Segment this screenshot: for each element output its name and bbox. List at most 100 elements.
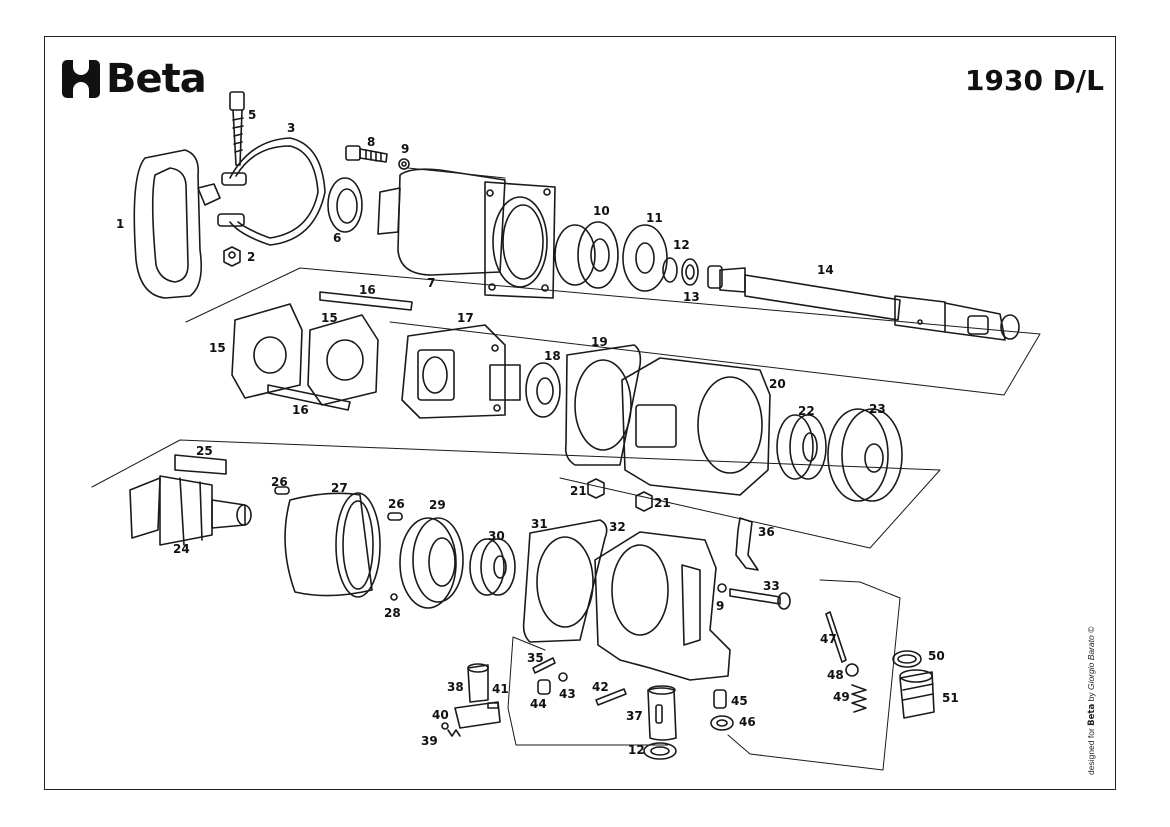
part-clamp xyxy=(217,137,326,246)
part-long-bolt xyxy=(729,588,791,610)
part-handle xyxy=(133,149,221,299)
part-plug-washer xyxy=(558,672,568,682)
part-label-2: 2 xyxy=(247,250,256,264)
part-label-6: 6 xyxy=(333,231,342,245)
assembly-planes xyxy=(91,267,1041,771)
part-label-29: 29 xyxy=(429,498,446,512)
part-label-31: 31 xyxy=(531,517,548,531)
part-label-44: 44 xyxy=(530,697,547,711)
part-label-5: 5 xyxy=(248,108,257,122)
part-label-50: 50 xyxy=(928,649,945,663)
model-number: 1930 D/L xyxy=(965,64,1104,97)
part-valve-body xyxy=(454,663,501,729)
part-pins xyxy=(267,291,413,411)
part-label-14: 14 xyxy=(817,263,834,277)
beta-logo: Beta xyxy=(62,56,207,102)
part-end-plate xyxy=(554,221,619,289)
part-label-26-left: 26 xyxy=(271,475,288,489)
part-rotor xyxy=(129,475,252,546)
part-label-39: 39 xyxy=(421,734,438,748)
part-front-plate xyxy=(827,408,903,502)
part-housing-gasket xyxy=(564,344,642,466)
part-label-13: 13 xyxy=(683,290,700,304)
part-label-51: 51 xyxy=(942,691,959,705)
part-label-37: 37 xyxy=(626,709,643,723)
part-label-40: 40 xyxy=(432,708,449,722)
part-label-9: 9 xyxy=(401,142,410,156)
part-bottom-o-ring xyxy=(643,742,677,760)
part-anvil-shaft xyxy=(707,265,1020,341)
part-air-inlet xyxy=(899,669,935,719)
part-label-10: 10 xyxy=(593,204,610,218)
part-valve-ball xyxy=(441,722,449,730)
part-regulator-rod xyxy=(825,611,847,663)
brand-name: Beta xyxy=(106,56,207,102)
part-washer xyxy=(398,158,410,170)
part-ball-bearing xyxy=(776,414,827,480)
part-label-16-top: 16 xyxy=(359,283,376,297)
part-label-45: 45 xyxy=(731,694,748,708)
part-trigger-lever xyxy=(735,517,759,571)
part-label-8: 8 xyxy=(367,135,376,149)
part-label-24: 24 xyxy=(173,542,190,556)
part-cap-screw xyxy=(345,145,388,163)
part-label-30: 30 xyxy=(488,529,505,543)
part-label-15-left: 15 xyxy=(209,341,226,355)
part-case-nuts xyxy=(587,478,653,512)
part-label-20: 20 xyxy=(769,377,786,391)
part-label-3: 3 xyxy=(287,121,296,135)
part-label-17: 17 xyxy=(457,311,474,325)
part-seal xyxy=(327,177,363,233)
part-hammer-right xyxy=(307,314,379,406)
part-label-38: 38 xyxy=(447,680,464,694)
part-o-rings xyxy=(662,257,699,286)
beta-wrench-logo-icon xyxy=(62,59,100,98)
part-plug xyxy=(537,679,551,695)
part-valve-spring xyxy=(447,729,461,737)
part-label-7: 7 xyxy=(427,276,436,290)
part-label-28: 28 xyxy=(384,606,401,620)
part-reverse-pin xyxy=(595,688,627,706)
part-label-43: 43 xyxy=(559,687,576,701)
part-label-33: 33 xyxy=(763,579,780,593)
part-bolt-washer xyxy=(717,583,727,593)
part-label-36: 36 xyxy=(758,525,775,539)
part-label-46: 46 xyxy=(739,715,756,729)
part-hammer-case xyxy=(621,357,771,496)
part-label-26-right: 26 xyxy=(388,497,405,511)
part-label-16-bottom: 16 xyxy=(292,403,309,417)
part-rotor-blade xyxy=(174,454,227,475)
part-gasket-ring xyxy=(622,224,668,292)
part-hammer-cage xyxy=(401,324,521,419)
part-cylinder xyxy=(284,492,381,598)
part-label-47: 47 xyxy=(820,632,837,646)
part-back-gasket xyxy=(522,519,608,643)
part-label-12-bottom: 12 xyxy=(628,743,645,757)
part-motor-housing xyxy=(377,168,556,299)
part-inlet-ring xyxy=(892,650,922,668)
part-rear-bearing xyxy=(469,538,516,596)
part-label-21-left: 21 xyxy=(570,484,587,498)
part-bushing-ring xyxy=(710,715,734,731)
part-label-9-lower: 9 xyxy=(716,599,725,613)
part-label-42: 42 xyxy=(592,680,609,694)
part-valve-pin xyxy=(532,657,556,674)
part-label-25: 25 xyxy=(196,444,213,458)
part-label-11: 11 xyxy=(646,211,663,225)
part-label-23: 23 xyxy=(869,402,886,416)
part-bushing xyxy=(713,689,727,709)
part-label-35: 35 xyxy=(527,651,544,665)
part-label-21-right: 21 xyxy=(654,496,671,510)
part-label-19: 19 xyxy=(591,335,608,349)
part-valve-pin-small xyxy=(487,702,499,709)
part-regulator-ball xyxy=(845,663,859,677)
part-thrust-washer xyxy=(525,362,561,418)
part-reverse-valve xyxy=(647,685,677,741)
part-label-22: 22 xyxy=(798,404,815,418)
drawing-frame xyxy=(44,36,1116,790)
part-label-15-right: 15 xyxy=(321,311,338,325)
part-label-1: 1 xyxy=(116,217,125,231)
part-label-32: 32 xyxy=(609,520,626,534)
part-hammer-left xyxy=(231,303,303,399)
part-label-49: 49 xyxy=(833,690,850,704)
